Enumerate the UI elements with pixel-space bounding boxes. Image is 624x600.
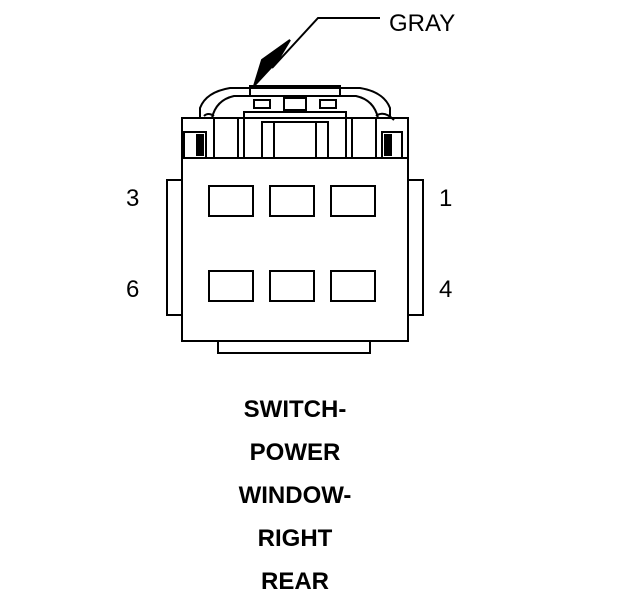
callout-arrowhead (253, 39, 291, 87)
pin-label-6: 6 (126, 276, 140, 303)
cavity-pin-2 (269, 185, 315, 217)
pin-label-1: 1 (439, 185, 453, 212)
pin-label-3: 3 (126, 185, 140, 212)
connector-body (181, 117, 409, 342)
latch-post-left (213, 117, 239, 158)
latch-ribs (261, 121, 329, 159)
caption-line-4: RIGHT (257, 525, 333, 552)
cavity-pin-4 (330, 270, 376, 302)
latch-inner-arc (211, 95, 379, 119)
cavity-pin-6 (208, 270, 254, 302)
latch-post-right (351, 117, 377, 158)
latch-top-plate (249, 85, 341, 97)
left-flange (166, 179, 183, 316)
latch-column-left (243, 111, 347, 158)
latch-small-tab-center (283, 97, 307, 111)
latch-small-tab-left (253, 99, 271, 109)
cavity-pin-1 (330, 185, 376, 217)
cavity-pin-5 (269, 270, 315, 302)
top-latch-hood (199, 87, 391, 118)
callout-color-label: GRAY (389, 10, 456, 37)
cavity-pin-3 (208, 185, 254, 217)
latch-small-tab-right (319, 99, 337, 109)
right-flange (407, 179, 424, 316)
callout-leader-line (271, 17, 380, 69)
caption-line-5: REAR (260, 568, 329, 595)
caption-line-1: SWITCH- (243, 396, 347, 423)
caption-line-3: WINDOW- (238, 482, 352, 509)
pin-label-4: 4 (439, 276, 453, 303)
bottom-lock-tab (217, 340, 371, 354)
caption-line-2: POWER (249, 439, 341, 466)
